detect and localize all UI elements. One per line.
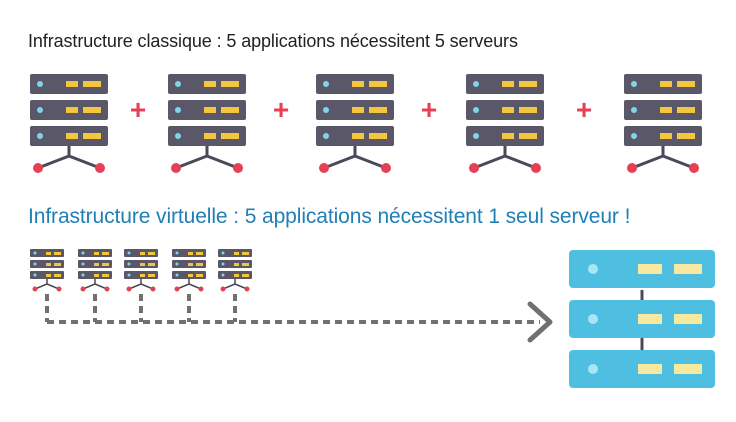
- classic-server-2-icon: [166, 70, 248, 176]
- virtual-small-server-1-icon: [30, 249, 64, 292]
- plus-sign-4: +: [575, 94, 593, 125]
- classic-server-4-icon: [464, 70, 546, 176]
- arrow-head-icon: [527, 301, 553, 343]
- plus-sign-3: +: [420, 94, 438, 125]
- plus-sign-1: +: [129, 94, 147, 125]
- virtual-small-server-2-icon: [78, 249, 112, 292]
- virtualization-host-server-icon: [569, 250, 715, 388]
- classic-server-3-icon: [314, 70, 396, 176]
- classic-infrastructure-title: Infrastructure classique : 5 application…: [28, 31, 518, 51]
- virtual-infrastructure-title: Infrastructure virtuelle : 5 application…: [28, 205, 631, 228]
- virtual-small-server-3-icon: [124, 249, 158, 292]
- classic-server-1-icon: [28, 70, 110, 176]
- dotted-connector: [45, 294, 540, 324]
- classic-server-5-icon: [622, 70, 704, 176]
- plus-sign-2: +: [272, 94, 290, 125]
- virtual-small-server-5-icon: [218, 249, 252, 292]
- virtual-small-server-4-icon: [172, 249, 206, 292]
